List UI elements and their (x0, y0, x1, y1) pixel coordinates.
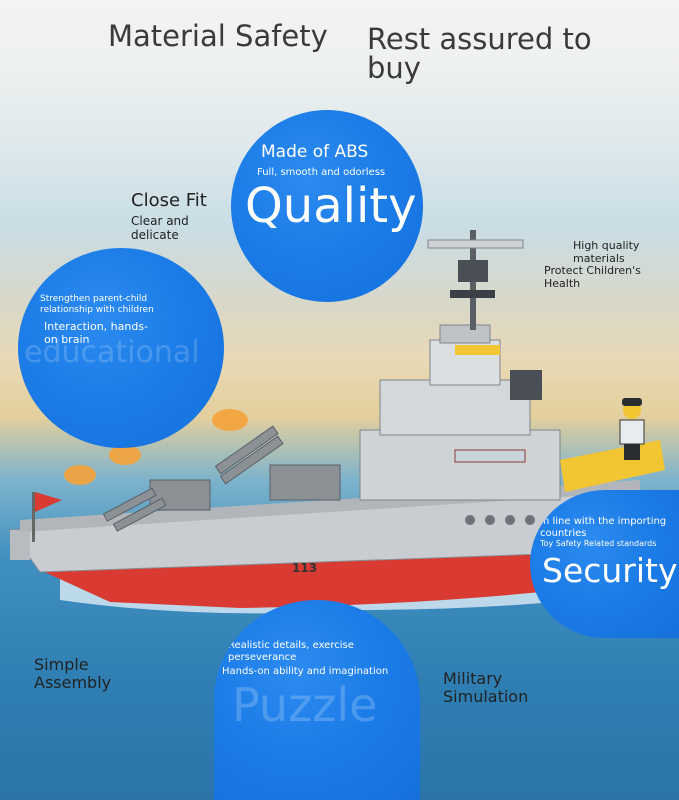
security-line2: Toy Safety Related standards (540, 539, 657, 548)
quality-big: Quality (245, 178, 417, 234)
quality-circle: Made of ABS Full, smooth and odorless Qu… (231, 110, 423, 302)
hull-red (40, 550, 600, 608)
military-simulation-label: Military Simulation (443, 669, 529, 707)
hull-number: 113 (292, 561, 317, 575)
simple-assembly-label: Simple Assembly (34, 655, 112, 693)
protect-health-label: Protect Children's Health (544, 264, 641, 290)
high-quality-label: High quality materials (573, 239, 640, 265)
educational-circle: Strengthen parent-child relationship wit… (18, 248, 224, 448)
educational-line2: Interaction, hands-on brain (44, 320, 149, 344)
educational-big: educational (24, 335, 200, 370)
header-rest-assured: Rest assured to buy (367, 22, 592, 85)
security-circle: In line with the importing countries Toy… (530, 490, 679, 638)
educational-line1: Strengthen parent-child relationship wit… (40, 294, 154, 315)
header-material-safety: Material Safety (108, 19, 328, 53)
puzzle-line1: Realistic details, exercise perseverance (228, 640, 354, 663)
warship-illustration: 113 (9, 230, 665, 614)
muzzle-flash (64, 409, 248, 485)
gun-turret-mid (214, 425, 341, 501)
puzzle-circle: Realistic details, exercise perseverance… (214, 600, 420, 800)
security-big: Security (542, 551, 678, 590)
flag-pole (32, 492, 35, 542)
superstructure-base (359, 429, 561, 501)
puzzle-line2: Hands-on ability and imagination (222, 666, 389, 677)
flag (35, 492, 62, 512)
quality-line1: Made of ABS (261, 142, 369, 162)
quality-line2: Full, smooth and odorless (257, 167, 386, 178)
puzzle-big: Puzzle (232, 678, 378, 732)
close-fit-title: Close Fit (131, 190, 207, 211)
close-fit-subtitle: Clear and delicate (131, 214, 189, 242)
gun-turret-front (102, 479, 211, 532)
security-line1: In line with the importing countries (540, 516, 667, 539)
